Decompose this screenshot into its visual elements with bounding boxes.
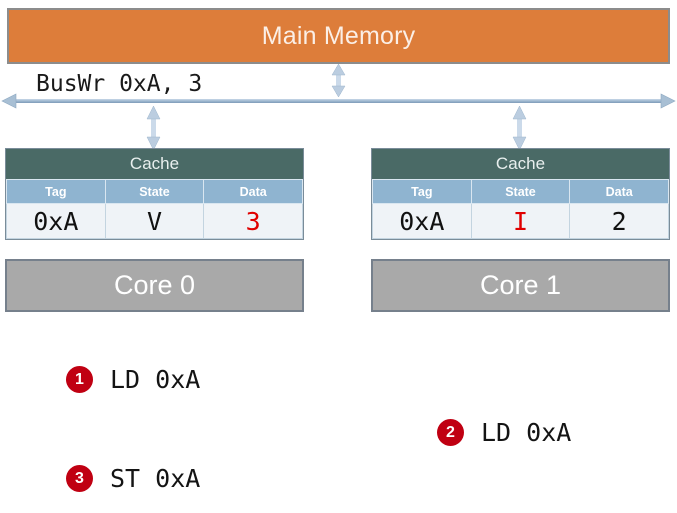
- cache-table-header-row: Tag State Data: [6, 179, 303, 204]
- step-text-1: LD 0xA: [110, 365, 201, 394]
- annotation-step-3: 3 ST 0xA: [66, 464, 200, 493]
- cache0-tag-value: 0xA: [6, 203, 106, 239]
- memory-bus-connector: [331, 64, 346, 97]
- bus-line: [1, 93, 676, 109]
- cache1-data-value: 2: [569, 203, 669, 239]
- core-block-0: Core 0: [5, 259, 304, 312]
- cache-block-core1: Cache Tag State Data 0xA I 2: [371, 148, 670, 240]
- bus-cache0-connector: [146, 106, 161, 150]
- column-header-tag: Tag: [372, 179, 472, 204]
- step-badge-2: 2: [437, 419, 464, 446]
- core-1-label: Core 1: [479, 270, 562, 300]
- system-bus: [1, 93, 676, 109]
- column-header-data: Data: [203, 179, 303, 204]
- cache1-tag-value: 0xA: [372, 203, 472, 239]
- column-header-state: State: [104, 179, 205, 204]
- core-0-label: Core 0: [113, 270, 196, 300]
- cache-block-core0: Cache Tag State Data 0xA V 3: [5, 148, 304, 240]
- column-header-tag: Tag: [6, 179, 106, 204]
- bus-transaction-label: BusWr 0xA, 3: [36, 71, 203, 97]
- cache-title-core0: Cache: [6, 149, 303, 179]
- step-text-2: LD 0xA: [481, 418, 572, 447]
- main-memory-label: Main Memory: [261, 21, 416, 50]
- table-row: 0xA V 3: [6, 203, 303, 239]
- bus-cache1-connector: [512, 106, 527, 150]
- column-header-state: State: [470, 179, 571, 204]
- column-header-data: Data: [569, 179, 669, 204]
- step-badge-3: 3: [66, 465, 93, 492]
- cache1-state-value: I: [470, 203, 571, 239]
- annotation-step-1: 1 LD 0xA: [66, 365, 200, 394]
- annotation-step-2: 2 LD 0xA: [437, 418, 571, 447]
- cache-table-core1: Tag State Data 0xA I 2: [372, 179, 669, 239]
- cache-title-core1: Cache: [372, 149, 669, 179]
- cache-table-header-row: Tag State Data: [372, 179, 669, 204]
- main-memory-block: Main Memory: [7, 8, 670, 64]
- step-text-3: ST 0xA: [110, 464, 201, 493]
- step-badge-1: 1: [66, 366, 93, 393]
- cache0-data-value: 3: [203, 203, 303, 239]
- cache0-state-value: V: [104, 203, 205, 239]
- table-row: 0xA I 2: [372, 203, 669, 239]
- core-block-1: Core 1: [371, 259, 670, 312]
- cache-table-core0: Tag State Data 0xA V 3: [6, 179, 303, 239]
